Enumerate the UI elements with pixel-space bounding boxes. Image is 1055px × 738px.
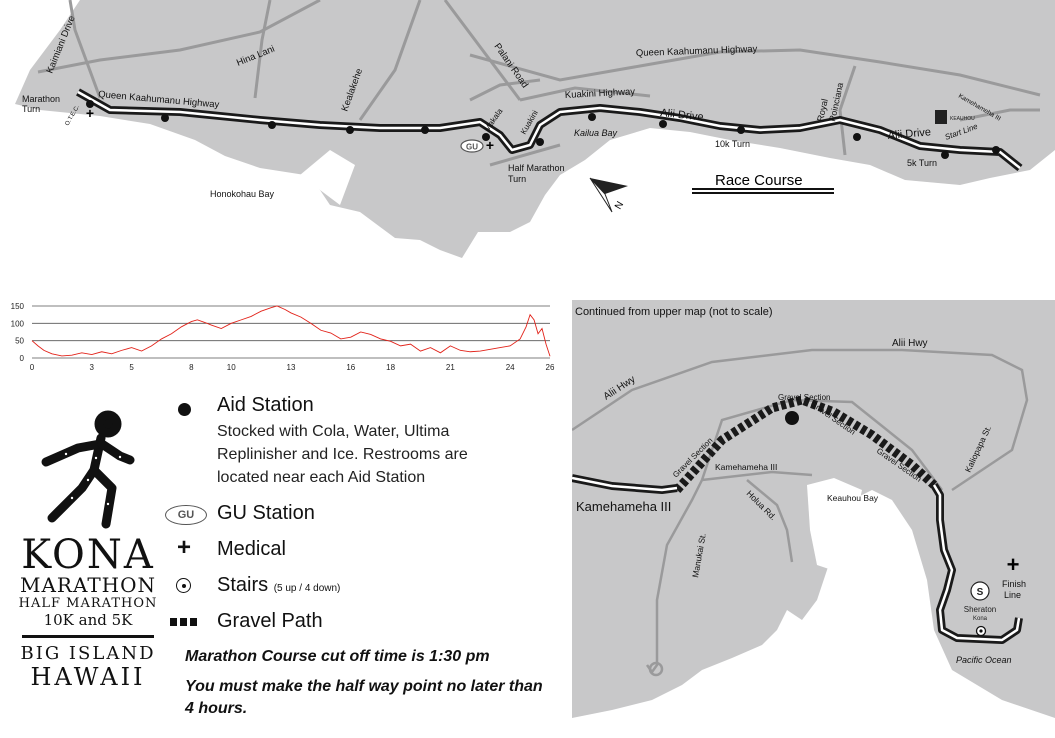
- legend: Aid Station Stocked with Cola, Water, Ul…: [165, 394, 565, 720]
- svg-text:KEAUHOU: KEAUHOU: [950, 116, 975, 122]
- logo-marathon: MARATHON: [19, 573, 156, 597]
- label-5k-turn: 5k Turn: [907, 158, 937, 168]
- legend-medical-title: Medical: [217, 538, 286, 560]
- label-kailua-bay: Kailua Bay: [574, 128, 618, 138]
- svg-text:S: S: [977, 587, 984, 598]
- legend-gu-station-title: GU Station: [217, 502, 315, 524]
- legend-stairs-note: (5 up / 4 down): [273, 583, 341, 594]
- x-tick-label: 0: [30, 363, 35, 372]
- lower-race-route: [572, 474, 1023, 644]
- label-gravel-section-2: Gravel Section: [778, 393, 830, 402]
- x-tick-label: 16: [346, 363, 355, 372]
- stairs-marker-icon: [975, 625, 987, 637]
- legend-stairs-title: Stairs (5 up / 4 down): [217, 574, 341, 596]
- label-queen-highway-east: Queen Kaahumanu Highway: [636, 44, 758, 59]
- x-tick-label: 18: [386, 363, 395, 372]
- north-arrow-icon: N: [589, 177, 628, 213]
- y-tick-label: 0: [20, 354, 25, 363]
- svg-text:Kona: Kona: [973, 616, 988, 622]
- sheraton-logo: S Sheraton Kona: [964, 581, 996, 622]
- label-marathon-turn: Marathon: [22, 94, 60, 104]
- label-royal-poinciana: Royal: [815, 98, 830, 123]
- label-half-marathon-turn: Half Marathon: [508, 163, 565, 173]
- cutoff-note: Marathon Course cut off time is 1:30 pm: [185, 648, 490, 665]
- label-kamehameha-bold: Kamehameha III: [576, 499, 671, 514]
- keauhou-logo: KEAUHOU: [935, 110, 975, 124]
- x-tick-label: 10: [227, 363, 236, 372]
- label-alii-hwy-top: Alii Hwy: [892, 338, 928, 349]
- x-tick-label: 26: [546, 363, 555, 372]
- logo-kona: KONA: [21, 532, 155, 578]
- upper-map: + + GU KEAUHOU N Race Course Kaimiani Dr…: [15, 0, 1055, 258]
- race-course-route: [76, 88, 1023, 172]
- label-alii-drive-1: Alii Drive: [660, 107, 704, 123]
- keauhou-bay-water: [807, 478, 862, 570]
- label-finish-line-2: Line: [1004, 590, 1021, 600]
- stairs-legend-icon: [176, 578, 191, 593]
- label-kuakini-highway: Kuakini Highway: [565, 86, 636, 101]
- svg-text:GU: GU: [466, 143, 478, 152]
- label-pacific-ocean: Pacific Ocean: [956, 655, 1012, 665]
- y-tick-label: 150: [11, 302, 25, 311]
- x-tick-label: 24: [506, 363, 515, 372]
- svg-text:Sheraton: Sheraton: [964, 605, 996, 614]
- label-half-marathon-turn-2: Turn: [508, 174, 526, 184]
- gu-station-legend-icon: GU: [165, 505, 207, 525]
- legend-aid-station-title: Aid Station: [217, 394, 314, 416]
- label-honokohau-bay: Honokohau Bay: [210, 189, 275, 199]
- elevation-series-line: [31, 305, 551, 357]
- label-marathon-turn-2: Turn: [22, 104, 40, 114]
- aid-station-icon: [178, 403, 191, 416]
- gravel-path-legend-icon: [170, 618, 200, 626]
- x-tick-label: 8: [189, 363, 194, 372]
- lower-map: + S Sheraton Kona Continued from upper m…: [572, 300, 1055, 718]
- y-tick-label: 50: [15, 337, 24, 346]
- x-tick-label: 5: [129, 363, 134, 372]
- halfway-note: You must make the half way point no late…: [185, 678, 543, 717]
- race-course-title: Race Course: [715, 172, 803, 189]
- label-10k-turn: 10k Turn: [715, 139, 750, 149]
- honokohau-bay-water: [300, 150, 355, 205]
- logo-half-marathon: HALF MARATHON: [18, 596, 158, 611]
- logo-big-island: BIG ISLAND: [20, 643, 156, 664]
- aid-station-markers: [86, 100, 1000, 159]
- medical-cross-icon: +: [486, 137, 494, 153]
- x-tick-label: 13: [287, 363, 296, 372]
- label-continued: Continued from upper map (not to scale): [575, 306, 773, 318]
- runner-icon: [41, 410, 135, 529]
- label-kamehameha-small: Kamehameha III: [715, 462, 777, 472]
- legend-gravel-title: Gravel Path: [217, 610, 323, 632]
- medical-cross-lower-icon: +: [1007, 552, 1020, 577]
- label-alii-drive-2: Alii Drive: [887, 126, 931, 142]
- y-tick-label: 100: [11, 319, 25, 328]
- medical-cross-icon: +: [86, 105, 94, 121]
- elevation-chart: 0 50 100 150 0 3 5 8 10 13 16 18 21 24 26: [11, 302, 555, 372]
- label-keauhou-bay: Keauhou Bay: [827, 493, 879, 503]
- svg-text:N: N: [613, 200, 626, 212]
- aid-station-lower: [785, 411, 799, 425]
- x-tick-label: 3: [90, 363, 95, 372]
- logo-10k-5k: 10K and 5K: [43, 611, 133, 629]
- kona-marathon-logo: KONA MARATHON HALF MARATHON 10K and 5K B…: [16, 410, 160, 700]
- logo-hawaii: HAWAII: [30, 663, 146, 691]
- roads: [37, 0, 1041, 167]
- gu-station-icon: GU: [460, 139, 484, 153]
- label-finish-line: Finish: [1002, 579, 1026, 589]
- medical-legend-icon: +: [177, 534, 192, 561]
- x-tick-label: 21: [446, 363, 455, 372]
- legend-aid-station-desc: Stocked with Cola, Water, Ultima Replini…: [217, 423, 468, 486]
